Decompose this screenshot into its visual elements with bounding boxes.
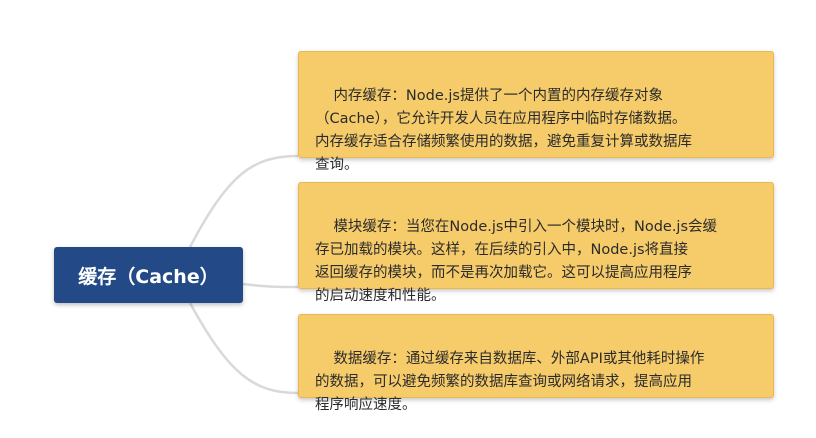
- connector-branch-2: [242, 282, 299, 289]
- branch-data-cache[interactable]: 数据缓存：通过缓存来自数据库、外部API或其他耗时操作 的数据，可以避免频繁的数…: [298, 314, 774, 413]
- branch-memory-cache[interactable]: 内存缓存：Node.js提供了一个内置的内存缓存对象 （Cache），它允许开发…: [298, 51, 774, 173]
- branch-module-cache[interactable]: 模块缓存：当您在Node.js中引入一个模块时，Node.js会缓 存已加载的模…: [298, 182, 774, 304]
- branch-data-cache-text: 数据缓存：通过缓存来自数据库、外部API或其他耗时操作 的数据，可以避免频繁的数…: [315, 351, 705, 413]
- connector-branch-1: [188, 154, 299, 248]
- connector-branch-3: [188, 302, 299, 395]
- root-topic-label: 缓存（Cache）: [78, 265, 219, 288]
- branch-memory-cache-text: 内存缓存：Node.js提供了一个内置的内存缓存对象 （Cache），它允许开发…: [315, 88, 692, 173]
- root-topic[interactable]: 缓存（Cache）: [54, 247, 243, 303]
- branch-module-cache-text: 模块缓存：当您在Node.js中引入一个模块时，Node.js会缓 存已加载的模…: [315, 219, 718, 304]
